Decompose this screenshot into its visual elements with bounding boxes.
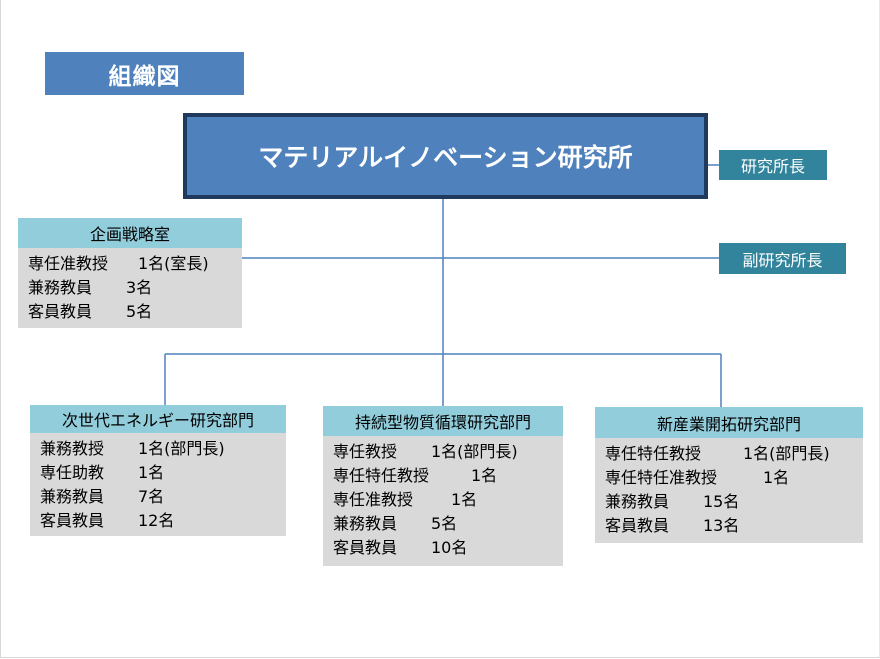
member-row: 兼務教員 5名 [333, 512, 563, 536]
member-count: 5名 [431, 514, 458, 533]
planning-office-name: 企画戦略室 [18, 218, 242, 248]
member-count: 7名 [138, 487, 165, 506]
member-count: 1名(部門長) [138, 439, 225, 458]
member-count: 1名(部門長) [743, 444, 830, 463]
member-title: 客員教員 [333, 538, 398, 557]
member-row: 専任特任准教授 1名 [605, 466, 863, 490]
member-count: 1名(部門長) [431, 442, 518, 461]
department-members: 専任教授 1名(部門長) 専任特任教授 1名 専任准教授 1名 兼務教員 5名 客員教員… [323, 436, 563, 566]
member-title: 兼務教授 [40, 439, 105, 458]
member-row: 専任特任教授 1名 [333, 464, 563, 488]
member-row: 客員教員 10名 [333, 536, 563, 560]
member-row: 客員教員 5名 [28, 300, 242, 324]
member-row: 兼務教授 1名(部門長) [40, 437, 286, 461]
member-title: 専任助教 [40, 463, 105, 482]
page-title: 組織図 [45, 52, 244, 95]
member-row: 兼務教員 7名 [40, 485, 286, 509]
department-circular-box: 持続型物質循環研究部門 専任教授 1名(部門長) 専任特任教授 1名 専任准教授 1名… [323, 406, 563, 566]
role-director: 研究所長 [719, 150, 827, 180]
member-row: 専任准教授 1名 [333, 488, 563, 512]
member-row: 専任准教授 1名(室長) [28, 252, 242, 276]
member-row: 客員教員 13名 [605, 514, 863, 538]
member-count: 1名 [138, 463, 165, 482]
member-title: 専任特任教授 [333, 466, 430, 485]
member-row: 客員教員 12名 [40, 509, 286, 533]
member-title: 専任特任教授 [605, 444, 702, 463]
member-title: 兼務教員 [333, 514, 398, 533]
member-row: 兼務教員 15名 [605, 490, 863, 514]
member-count: 13名 [703, 516, 740, 535]
department-name: 新産業開拓研究部門 [595, 407, 863, 438]
member-title: 専任准教授 [333, 490, 414, 509]
department-industry-box: 新産業開拓研究部門 専任特任教授 1名(部門長) 専任特任准教授 1名 兼務教員 15… [595, 407, 863, 543]
member-title: 客員教員 [40, 511, 105, 530]
member-row: 専任助教 1名 [40, 461, 286, 485]
department-members: 専任特任教授 1名(部門長) 専任特任准教授 1名 兼務教員 15名 客員教員 13名 [595, 438, 863, 543]
department-energy-box: 次世代エネルギー研究部門 兼務教授 1名(部門長) 専任助教 1名 兼務教員 7名 客… [30, 405, 286, 536]
member-count: 10名 [431, 538, 468, 557]
member-count: 15名 [703, 492, 740, 511]
member-count: 5名 [126, 302, 153, 321]
member-title: 専任特任准教授 [605, 468, 718, 487]
member-title: 兼務教員 [28, 278, 93, 297]
member-title: 兼務教員 [605, 492, 670, 511]
member-title: 兼務教員 [40, 487, 105, 506]
member-count: 1名(室長) [138, 254, 209, 273]
member-title: 客員教員 [605, 516, 670, 535]
member-count: 1名 [471, 466, 498, 485]
member-title: 専任教授 [333, 442, 398, 461]
member-title: 客員教員 [28, 302, 93, 321]
department-members: 兼務教授 1名(部門長) 専任助教 1名 兼務教員 7名 客員教員 12名 [30, 433, 286, 536]
member-count: 1名 [451, 490, 478, 509]
department-name: 持続型物質循環研究部門 [323, 406, 563, 436]
planning-office-members: 専任准教授 1名(室長) 兼務教員 3名 客員教員 5名 [18, 248, 242, 328]
role-deputy-director: 副研究所長 [719, 243, 846, 274]
member-count: 1名 [763, 468, 790, 487]
member-row: 専任特任教授 1名(部門長) [605, 442, 863, 466]
planning-office-box: 企画戦略室 専任准教授 1名(室長) 兼務教員 3名 客員教員 5名 [18, 218, 242, 328]
member-row: 兼務教員 3名 [28, 276, 242, 300]
member-title: 専任准教授 [28, 254, 109, 273]
department-name: 次世代エネルギー研究部門 [30, 405, 286, 433]
institute-box: マテリアルイノベーション研究所 [183, 113, 708, 199]
member-count: 12名 [138, 511, 175, 530]
member-count: 3名 [126, 278, 153, 297]
member-row: 専任教授 1名(部門長) [333, 440, 563, 464]
